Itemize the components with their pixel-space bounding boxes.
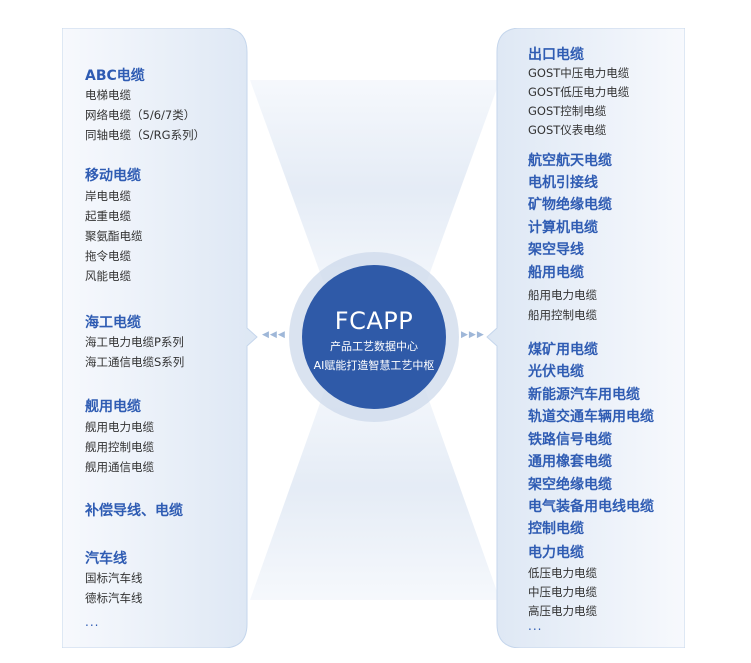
category-item: GOST中压电力电缆 bbox=[528, 66, 630, 80]
category-item: 风能电缆 bbox=[85, 269, 131, 283]
category-item: GOST仪表电缆 bbox=[528, 123, 607, 137]
left-category-panel bbox=[62, 28, 258, 648]
category-item: 国标汽车线 bbox=[85, 571, 143, 585]
category-item: 舰用电力电缆 bbox=[85, 420, 154, 434]
category-heading: 矿物绝缘电缆 bbox=[528, 197, 612, 213]
category-item: GOST低压电力电缆 bbox=[528, 85, 630, 99]
category-heading: 煤矿用电缆 bbox=[528, 342, 598, 358]
category-heading: ABC电缆 bbox=[85, 68, 145, 84]
category-item: 德标汽车线 bbox=[85, 591, 143, 605]
category-heading: 舰用电缆 bbox=[85, 399, 141, 415]
category-item: 岸电电缆 bbox=[85, 189, 131, 203]
category-heading: 航空航天电缆 bbox=[528, 153, 612, 169]
category-item: 中压电力电缆 bbox=[528, 585, 597, 599]
arrows-right-icon: ▶▶▶ bbox=[461, 330, 485, 340]
category-item: 电梯电缆 bbox=[85, 88, 131, 102]
category-heading: 架空导线 bbox=[528, 242, 584, 258]
category-heading: 电气装备用电线电缆 bbox=[528, 499, 654, 515]
category-item: 聚氨酯电缆 bbox=[85, 229, 143, 243]
category-item: 低压电力电缆 bbox=[528, 566, 597, 580]
category-item: 船用电力电缆 bbox=[528, 288, 597, 302]
category-item: 拖令电缆 bbox=[85, 249, 131, 263]
category-heading: 出口电缆 bbox=[528, 47, 584, 63]
category-heading: 新能源汽车用电缆 bbox=[528, 387, 640, 403]
category-item: 起重电缆 bbox=[85, 209, 131, 223]
category-heading: 计算机电缆 bbox=[528, 220, 598, 236]
category-item: 船用控制电缆 bbox=[528, 308, 597, 322]
category-item: 海工电力电缆P系列 bbox=[85, 335, 184, 349]
category-item: 舰用控制电缆 bbox=[85, 440, 154, 454]
category-item: 高压电力电缆 bbox=[528, 604, 597, 618]
hub-tagline: AI赋能打造智慧工艺中枢 bbox=[313, 359, 435, 372]
category-heading: 光伏电缆 bbox=[528, 364, 584, 380]
arrows-left-icon: ◀◀◀ bbox=[262, 330, 286, 340]
hub-title: FCAPP bbox=[334, 307, 414, 335]
category-item: 网络电缆（5/6/7类） bbox=[85, 108, 196, 122]
category-heading: 控制电缆 bbox=[528, 521, 584, 537]
category-heading: 电机引接线 bbox=[528, 175, 598, 191]
fcapp-hub: FCAPP 产品工艺数据中心 AI赋能打造智慧工艺中枢 bbox=[302, 265, 446, 409]
category-heading: 轨道交通车辆用电缆 bbox=[528, 409, 654, 425]
category-item: 海工通信电缆S系列 bbox=[85, 355, 185, 369]
more-ellipsis: ... bbox=[528, 619, 543, 633]
category-heading: 移动电缆 bbox=[85, 168, 141, 184]
category-heading: 汽车线 bbox=[85, 551, 127, 567]
category-heading: 海工电缆 bbox=[85, 315, 141, 331]
category-item: 同轴电缆（S/RG系列） bbox=[85, 128, 206, 142]
category-heading: 补偿导线、电缆 bbox=[85, 503, 183, 519]
category-heading: 铁路信号电缆 bbox=[528, 432, 612, 448]
hub-subtitle: 产品工艺数据中心 bbox=[330, 340, 418, 353]
category-item: 舰用通信电缆 bbox=[85, 460, 154, 474]
category-heading: 通用橡套电缆 bbox=[528, 454, 612, 470]
more-ellipsis: ... bbox=[85, 615, 100, 629]
category-heading: 电力电缆 bbox=[528, 545, 584, 561]
category-item: GOST控制电缆 bbox=[528, 104, 607, 118]
category-heading: 架空绝缘电缆 bbox=[528, 477, 612, 493]
right-category-panel bbox=[486, 28, 687, 648]
category-heading: 船用电缆 bbox=[528, 265, 584, 281]
